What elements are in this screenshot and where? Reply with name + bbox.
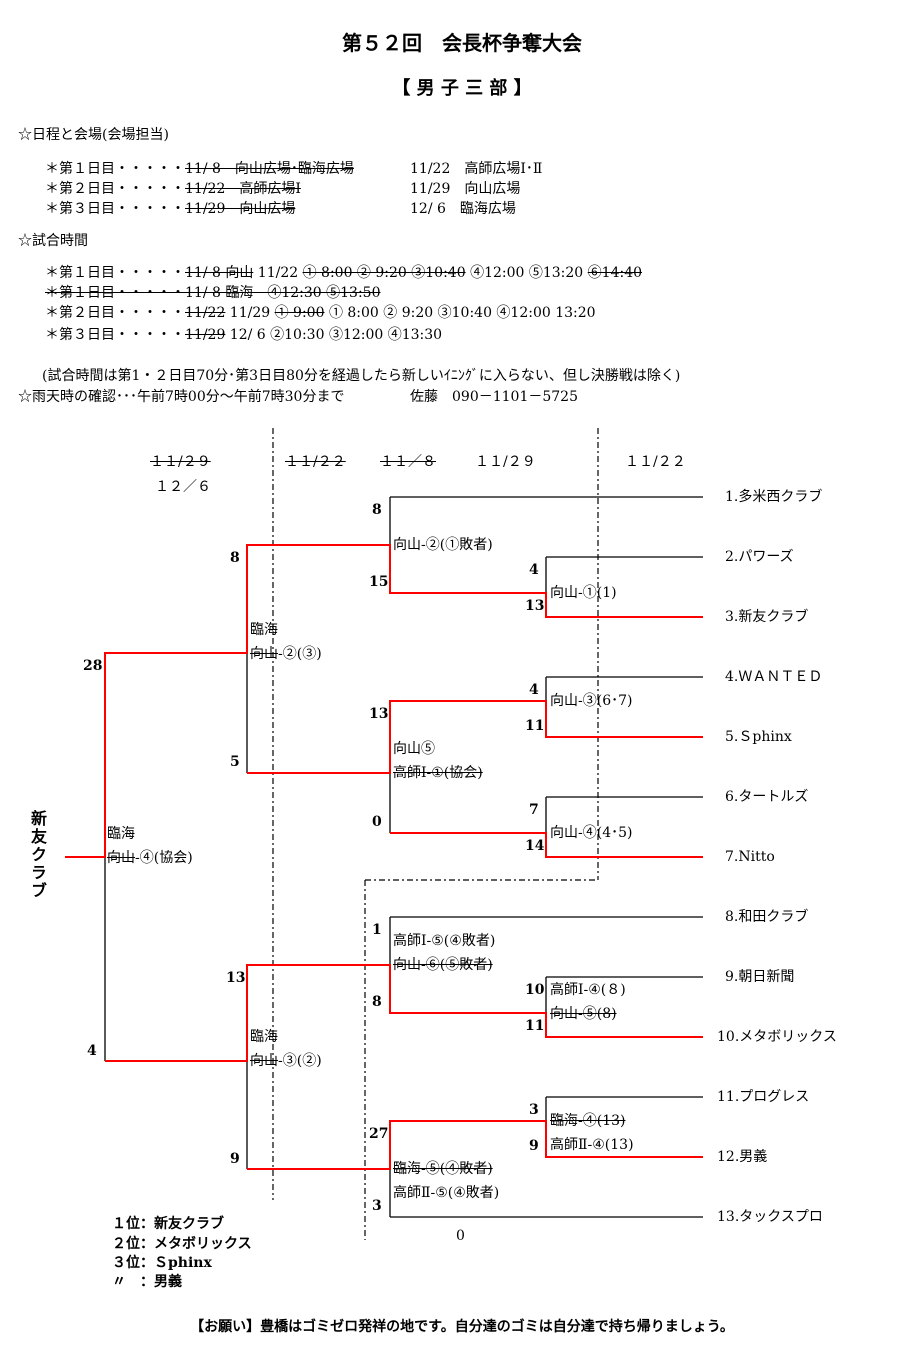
team-name: 13.タックスプロ <box>717 1209 823 1225</box>
times-heading: ☆試合時間 <box>18 233 88 249</box>
score: 7 <box>529 802 539 818</box>
match-label: 高師Ⅰ-⑤(④敗者) <box>393 933 496 949</box>
score: 4 <box>87 1043 97 1059</box>
champion-label: 新友クラブ <box>28 810 47 900</box>
match-label: 向山-③(6･7) <box>550 693 633 709</box>
score: 0 <box>372 814 382 830</box>
score: 8 <box>372 994 382 1010</box>
time-note: (試合時間は第1・２日目70分･第3日目80分を経過したら新しいｲﾆﾝｸﾞに入ら… <box>42 368 681 384</box>
score: 10 <box>525 982 545 998</box>
footer-request: 【お願い】豊橋はゴミゼロ発祥の地です。自分達のゴミは自分達で持ち帰りましょう。 <box>190 1319 734 1335</box>
schedule-new: 12/ 6 臨海広場 <box>410 201 516 217</box>
score: 1 <box>372 922 382 938</box>
round-date: １１／８ <box>380 454 436 470</box>
round-date: １１/２９ <box>475 454 536 470</box>
contact: 佐藤 090－1101－5725 <box>410 389 578 405</box>
score: 4 <box>529 682 539 698</box>
match-label: 高師Ⅰ-④(８) <box>550 982 626 998</box>
schedule-heading: ☆日程と会場(会場担当) <box>18 127 169 143</box>
team-name: 9.朝日新聞 <box>725 969 795 985</box>
match-label: 臨海-④(13) <box>550 1113 626 1129</box>
score: 15 <box>369 574 389 590</box>
score: 11 <box>525 1018 545 1034</box>
match-label: 高師Ⅱ-⑤(④敗者) <box>393 1185 500 1201</box>
team-name: 1.多米西クラブ <box>725 489 823 505</box>
score: 5 <box>230 754 240 770</box>
result-row: ２位：メタボリックス <box>112 1236 252 1252</box>
round-date: １２／６ <box>155 479 211 495</box>
round-date: １１/２９ <box>150 454 211 470</box>
result-row: ３位：Ｓphinx <box>112 1255 212 1271</box>
score: 9 <box>230 1151 240 1167</box>
team-name: 10.メタボリックス <box>717 1029 837 1045</box>
match-label: 臨海 <box>250 622 278 638</box>
team-name: 12.男義 <box>717 1149 768 1165</box>
match-label: 向山-②(③) <box>250 646 322 662</box>
score: 4 <box>529 562 539 578</box>
stray-note: 0 <box>456 1228 465 1244</box>
score: 13 <box>525 598 545 614</box>
score: 14 <box>525 838 545 854</box>
round-date: １１/２２ <box>625 454 686 470</box>
result-row: １位：新友クラブ <box>112 1216 224 1232</box>
score: 11 <box>525 718 545 734</box>
schedule-new: 11/29 向山広場 <box>410 181 521 197</box>
score: 3 <box>529 1102 539 1118</box>
match-label: 臨海 <box>250 1029 278 1045</box>
match-label: 高師Ⅱ-④(13) <box>550 1137 634 1153</box>
round-date: １１/２２ <box>285 454 346 470</box>
times-row: ＊第２日目・・・・・11/22 11/29 ① 9:00 ① 8:00 ② 9:… <box>45 305 596 321</box>
team-name: 3.新友クラブ <box>725 609 809 625</box>
match-label: 向山-③(②) <box>250 1053 322 1069</box>
score: 8 <box>372 502 382 518</box>
rain-info: ☆雨天時の確認･･･午前7時00分～午前7時30分まで <box>18 389 345 405</box>
team-name: 4.ＷＡＮＴＥＤ <box>725 669 823 685</box>
match-label: 向山⑤ <box>393 741 435 757</box>
team-name: 11.プログレス <box>717 1089 810 1105</box>
match-label: 向山-④(協会) <box>107 850 193 866</box>
schedule-row: ＊第２日目・・・・・11/22 高師広場Ⅰ <box>45 181 301 197</box>
score: 8 <box>230 550 240 566</box>
match-label: 向山-⑤(8) <box>550 1006 617 1022</box>
times-row: ＊第１日目・・・・・11/ 8 臨海 ④12:30 ⑤13:50 <box>45 285 381 301</box>
match-label: 向山-②(①敗者) <box>393 537 493 553</box>
team-name: 2.パワーズ <box>725 549 794 565</box>
match-label: 臨海 <box>107 826 135 842</box>
times-row: ＊第３日目・・・・・11/29 12/ 6 ②10:30 ③12:00 ④13:… <box>45 327 443 343</box>
division-subtitle: 【 男 子 三 部 】 <box>392 78 532 99</box>
team-name: 5.Ｓphinx <box>725 729 792 745</box>
team-name: 7.Nitto <box>725 849 775 865</box>
schedule-row: ＊第１日目・・・・・11/ 8 向山広場･臨海広場 <box>45 161 354 177</box>
schedule-new: 11/22 高師広場Ⅰ･Ⅱ <box>410 161 543 177</box>
score: 28 <box>83 658 103 674</box>
score: 27 <box>369 1126 389 1142</box>
score: 13 <box>369 706 389 722</box>
score: 13 <box>226 970 246 986</box>
match-label: 向山-④(4･5) <box>550 825 633 841</box>
match-label: 向山-⑥(⑤敗者) <box>393 957 493 973</box>
page-title: 第５２回 会長杯争奪大会 <box>342 31 582 55</box>
times-row: ＊第１日目・・・・・11/ 8 向山 11/22 ① 8:00 ② 9:20 ③… <box>45 265 643 281</box>
score: 3 <box>372 1198 382 1214</box>
score: 9 <box>529 1138 539 1154</box>
result-row: 〃 ：男義 <box>112 1274 182 1290</box>
schedule-row: ＊第３日目・・・・・11/29 向山広場 <box>45 201 296 217</box>
match-label: 向山-①(1) <box>550 585 617 601</box>
match-label: 高師Ⅰ-①(協会) <box>393 765 483 781</box>
match-label: 臨海-⑤(④敗者) <box>393 1161 493 1177</box>
team-name: 8.和田クラブ <box>725 909 809 925</box>
team-name: 6.タートルズ <box>725 789 809 805</box>
